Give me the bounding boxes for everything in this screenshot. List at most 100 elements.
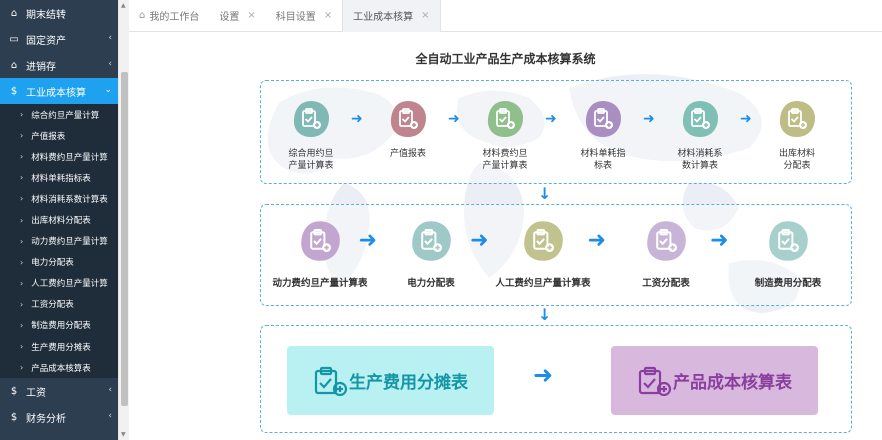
right-arrow-icon: ➜ xyxy=(643,111,655,127)
sidebar: ⌂ 期末结转 ▭ 固定资产 ‹ ⌂ 进销存 ‹ $ 工业成本核算 ⌄ › 综合约旦… xyxy=(0,0,118,440)
scroll-up-icon[interactable]: ▲ xyxy=(121,2,126,9)
flow-node-label-line: 产量计算表 xyxy=(288,161,334,171)
chevron-right-icon: › xyxy=(20,278,24,288)
flow-node-label: 工资分配表 xyxy=(642,278,690,289)
chevron-right-icon: › xyxy=(20,320,24,330)
submenu-item-label: 产品成本核算表 xyxy=(31,363,91,374)
right-arrow-icon: ➜ xyxy=(351,111,363,127)
close-icon[interactable]: × xyxy=(247,10,256,21)
submenu-item-label: 出库材料分配表 xyxy=(31,216,91,227)
menu-item-period-end[interactable]: ⌂ 期末结转 xyxy=(0,0,118,26)
production-cost-allocation-button[interactable]: 生产费用分摊表 xyxy=(287,346,494,415)
scrollbar-thumb[interactable] xyxy=(121,72,128,406)
close-icon[interactable]: × xyxy=(421,10,430,21)
flow-node-label: 动力费约旦产量计算表 xyxy=(272,278,368,289)
menu-item-salary[interactable]: $ 工资 ‹ xyxy=(0,378,118,404)
flow-node-label-line: 分配表 xyxy=(783,161,811,171)
menu-item-label: 期末结转 xyxy=(26,9,66,21)
flow-node-label-line: 材料费约旦 xyxy=(482,149,528,159)
sidebar-scrollbar[interactable]: ▲ ▼ xyxy=(118,0,129,440)
submenu-item[interactable]: › 材料费约旦产量计算 xyxy=(0,146,118,168)
submenu-item-label: 动力费约旦产量计算 xyxy=(31,237,108,248)
chevron-left-icon: ‹ xyxy=(108,385,112,396)
submenu-item[interactable]: ›工资分配表 xyxy=(0,293,118,315)
right-arrow-icon: ➜ xyxy=(533,361,554,389)
submenu-item-label: 电力分配表 xyxy=(31,258,74,269)
right-arrow-icon: ➜ xyxy=(358,228,377,253)
tab-label: 科目设置 xyxy=(275,12,316,23)
menu-item-financial-analysis[interactable]: $ 财务分析 ‹ xyxy=(0,404,118,430)
submenu-item-label: 人工费约旦产量计算 xyxy=(31,279,108,290)
submenu-item[interactable]: › 材料单耗指标表 xyxy=(0,167,118,189)
menu-item-fixed-assets[interactable]: ▭ 固定资产 ‹ xyxy=(0,26,118,52)
chevron-right-icon: › xyxy=(20,342,24,352)
chevron-right-icon: › xyxy=(20,173,24,183)
tab-settings[interactable]: 设置 × xyxy=(209,0,265,32)
scroll-down-icon[interactable]: ▼ xyxy=(121,431,126,438)
submenu-item[interactable]: › 人工费约旦产量计算 xyxy=(0,272,118,294)
submenu-item[interactable]: › 制造费用分配表 xyxy=(0,314,118,337)
submenu-item[interactable]: ›出库材料分配表 xyxy=(0,209,118,231)
close-icon[interactable]: × xyxy=(323,10,333,21)
flow-node-label-line: 综合用约旦 xyxy=(288,149,334,159)
chevron-right-icon: › xyxy=(20,363,24,373)
chevron-left-icon: ‹ xyxy=(108,411,112,422)
page-title: 全自动工业产品生产成本核算系统 xyxy=(415,52,596,66)
right-arrow-icon: ➜ xyxy=(740,111,752,127)
clipboard-add-icon xyxy=(412,221,451,261)
clipboard-add-icon xyxy=(638,366,672,396)
main-content: 全自动工业产品生产成本核算系统 综合用约旦产量计算表➜产值报表➜材料费约旦产量计… xyxy=(129,33,882,440)
submenu-item-label: 工资分配表 xyxy=(31,300,74,311)
tab-label: 我的工作台 xyxy=(149,12,200,23)
clipboard-add-icon xyxy=(390,101,426,137)
chevron-down-icon: ⌄ xyxy=(104,85,112,95)
clipboard-add-icon xyxy=(769,221,808,261)
flow-node-label: 材料消耗系数计算表 xyxy=(660,148,740,172)
flow-node-label-line: 材料消耗系 xyxy=(677,149,723,159)
product-cost-accounting-button[interactable]: 产品成本核算表 xyxy=(611,346,818,415)
tab-workbench[interactable]: ⌂ 我的工作台 xyxy=(129,0,209,32)
big-box-label: 产品成本核算表 xyxy=(673,373,792,393)
menu-item-industrial-cost[interactable]: $ 工业成本核算 ⌄ xyxy=(0,78,118,104)
chevron-left-icon: ‹ xyxy=(108,33,112,43)
submenu-item[interactable]: ›产值报表 xyxy=(0,125,118,147)
dollar-icon: $ xyxy=(10,411,18,423)
submenu-item[interactable]: › 综合约旦产量计算 xyxy=(0,104,118,126)
submenu-item[interactable]: ›材料消耗系数计算表 xyxy=(0,188,118,210)
dollar-icon: $ xyxy=(10,85,18,97)
chevron-right-icon: › xyxy=(20,110,24,120)
chevron-right-icon: › xyxy=(20,257,24,267)
submenu-item-label: 综合约旦产量计算 xyxy=(31,110,100,121)
submenu-item-label: 制造费用分配表 xyxy=(31,321,91,332)
world-map-background xyxy=(267,74,800,313)
submenu: ›综合约旦产量计算›产值报表›材料费约旦产量计算›材料单耗指标表›材料消耗系数计… xyxy=(0,104,118,379)
big-box-label: 生产费用分摊表 xyxy=(349,373,468,393)
down-arrow-icon: ↓ xyxy=(538,305,552,324)
submenu-item-label: 产值报表 xyxy=(31,131,66,142)
menu-item-label: 工业成本核算 xyxy=(26,87,86,99)
tab-account-settings[interactable]: 科目设置 × xyxy=(266,0,342,32)
menu-item-label: 财务分析 xyxy=(26,413,66,425)
tab-industrial-cost[interactable]: 工业成本核算 × xyxy=(342,0,441,32)
chevron-right-icon: › xyxy=(20,152,24,162)
submenu-item-label: 材料费约旦产量计算 xyxy=(31,152,108,163)
submenu-item[interactable]: ›生产费用分摊表 xyxy=(0,336,118,358)
submenu-item-label: 材料单耗指标表 xyxy=(31,173,91,184)
home-icon: ⌂ xyxy=(10,59,18,71)
chevron-left-icon: ‹ xyxy=(108,59,112,69)
submenu-item[interactable]: › 动力费约旦产量计算 xyxy=(0,230,118,252)
right-arrow-icon: ➜ xyxy=(545,111,557,127)
submenu-item[interactable]: › 电力分配表 xyxy=(0,251,118,273)
right-arrow-icon: ➜ xyxy=(470,228,489,253)
menu-item-inventory[interactable]: ⌂ 进销存 ‹ xyxy=(0,52,118,78)
submenu-item-label: 材料消耗系数计算表 xyxy=(31,194,108,205)
clipboard-add-icon xyxy=(293,101,329,137)
flow-node-label-line: 材料单耗指 xyxy=(580,149,626,159)
flow-panel-row1 xyxy=(260,80,852,184)
monitor-icon: ▭ xyxy=(9,33,19,45)
tab-label: 工业成本核算 xyxy=(353,12,414,23)
dollar-icon: $ xyxy=(10,385,18,397)
right-arrow-icon: ➜ xyxy=(448,111,460,127)
chevron-right-icon: › xyxy=(20,236,24,246)
submenu-item[interactable]: › 产品成本核算表 xyxy=(0,357,118,379)
